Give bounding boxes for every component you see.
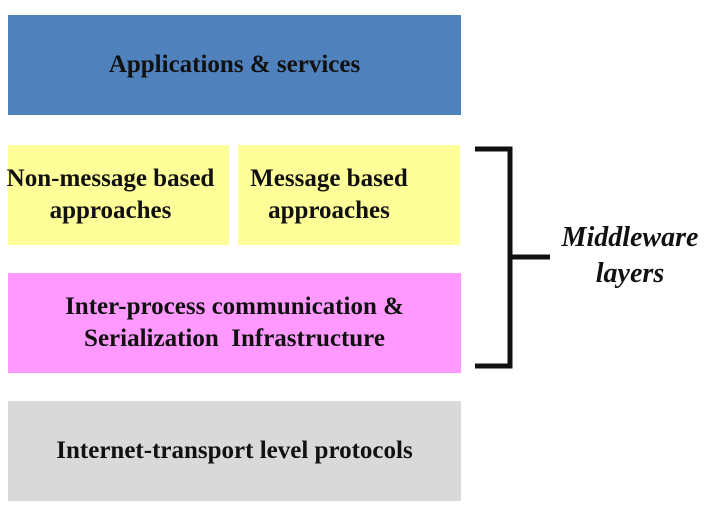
message-based-layer: Message based approaches: [238, 145, 460, 245]
middleware-label-line1: Middleware: [561, 222, 699, 253]
applications-services-label: Applications & services: [108, 51, 361, 78]
middleware-bracket: [475, 146, 550, 369]
internet-transport-label: Internet-transport level protocols: [56, 437, 413, 464]
non-message-based-line2: approaches: [49, 197, 172, 224]
inter-process-communication-layer: Inter-process communication & Serializat…: [8, 273, 461, 373]
message-based-line1: Message based: [250, 165, 408, 192]
internet-transport-layer: Internet-transport level protocols: [8, 401, 461, 501]
non-message-based-line1: Non-message based: [6, 165, 215, 192]
message-based-line2: approaches: [268, 197, 390, 224]
middleware-label-line2: layers: [595, 258, 665, 289]
applications-services-layer: Applications & services: [8, 15, 461, 115]
non-message-based-text: Non-message based approaches: [0, 163, 221, 227]
ipc-line2: Serialization Infrastructure: [84, 325, 385, 352]
middleware-layers-label: Middleware layers: [545, 220, 715, 292]
ipc-text: Inter-process communication & Serializat…: [65, 291, 404, 355]
ipc-line1: Inter-process communication &: [65, 293, 404, 320]
non-message-based-layer: Non-message based approaches: [7, 145, 229, 245]
message-based-text: Message based approaches: [218, 163, 440, 227]
